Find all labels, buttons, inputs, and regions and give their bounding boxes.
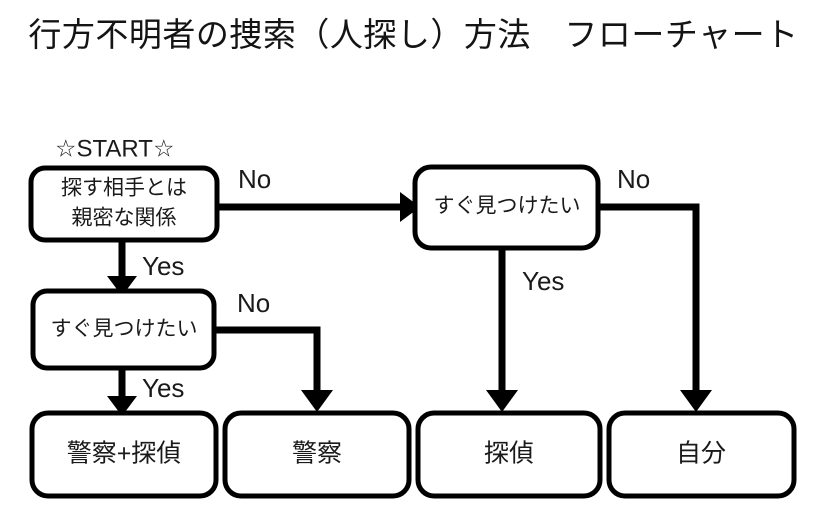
node-r1[interactable]: 警察+探偵 xyxy=(29,410,219,499)
node-r4[interactable]: 自分 xyxy=(606,410,797,499)
node-r4-box[interactable] xyxy=(606,410,797,499)
node-r2-box[interactable] xyxy=(222,410,412,499)
node-q3[interactable]: すぐ見つけたい xyxy=(412,164,601,251)
node-q3-box[interactable] xyxy=(412,164,601,251)
start-marker-label: ☆START☆ xyxy=(55,135,174,162)
node-q1-box[interactable] xyxy=(28,165,220,243)
node-q1[interactable]: 探す相手とは 親密な関係 xyxy=(28,165,220,243)
edge-label-q2-no: No xyxy=(237,288,270,318)
edge-q3-no-arrowhead xyxy=(680,390,712,412)
flowchart-canvas: ☆START☆ No Yes Yes No Yes xyxy=(28,135,797,499)
edge-q2-no: No xyxy=(214,288,333,412)
edge-label-q1-yes: Yes xyxy=(142,251,184,281)
edge-label-q3-no: No xyxy=(617,164,650,194)
edge-q3-no-line xyxy=(598,203,700,390)
node-r1-box[interactable] xyxy=(29,410,219,499)
node-r1-label: 警察+探偵 xyxy=(67,440,182,468)
node-r3-box[interactable] xyxy=(415,410,603,499)
edge-label-q2-yes: Yes xyxy=(142,373,184,403)
page-title: 行方不明者の捜索（人探し）方法 フローチャート xyxy=(28,16,799,53)
node-r2-label: 警察 xyxy=(292,440,342,468)
edge-label-q1-no: No xyxy=(238,164,271,194)
node-r2[interactable]: 警察 xyxy=(222,410,412,499)
node-r3-label: 探偵 xyxy=(484,440,534,468)
node-r4-label: 自分 xyxy=(676,440,726,468)
node-q1-label-line1: 探す相手とは xyxy=(61,177,187,200)
node-q2-box[interactable] xyxy=(30,288,217,371)
node-q2-label: すぐ見つけたい xyxy=(51,318,198,341)
edge-q1-no: No xyxy=(216,164,420,222)
edge-q1-no-arrowhead xyxy=(400,192,420,222)
edge-q1-yes: Yes xyxy=(107,240,184,296)
node-q2[interactable]: すぐ見つけたい xyxy=(30,288,217,371)
edge-q2-yes-arrowhead xyxy=(107,396,137,416)
edge-q1-yes-arrowhead xyxy=(107,276,137,296)
node-q1-label-line2: 親密な関係 xyxy=(72,207,177,230)
edge-q3-no: No xyxy=(598,164,712,412)
edge-q3-yes: Yes xyxy=(486,248,564,412)
edge-q3-yes-arrowhead xyxy=(486,390,518,412)
edge-q2-no-arrowhead xyxy=(301,390,333,412)
node-q3-label: すぐ見つけたい xyxy=(434,195,581,218)
edge-label-q3-yes: Yes xyxy=(522,266,564,296)
edge-q2-yes: Yes xyxy=(107,368,184,416)
edge-q2-no-line xyxy=(214,326,321,390)
node-r3[interactable]: 探偵 xyxy=(415,410,603,499)
